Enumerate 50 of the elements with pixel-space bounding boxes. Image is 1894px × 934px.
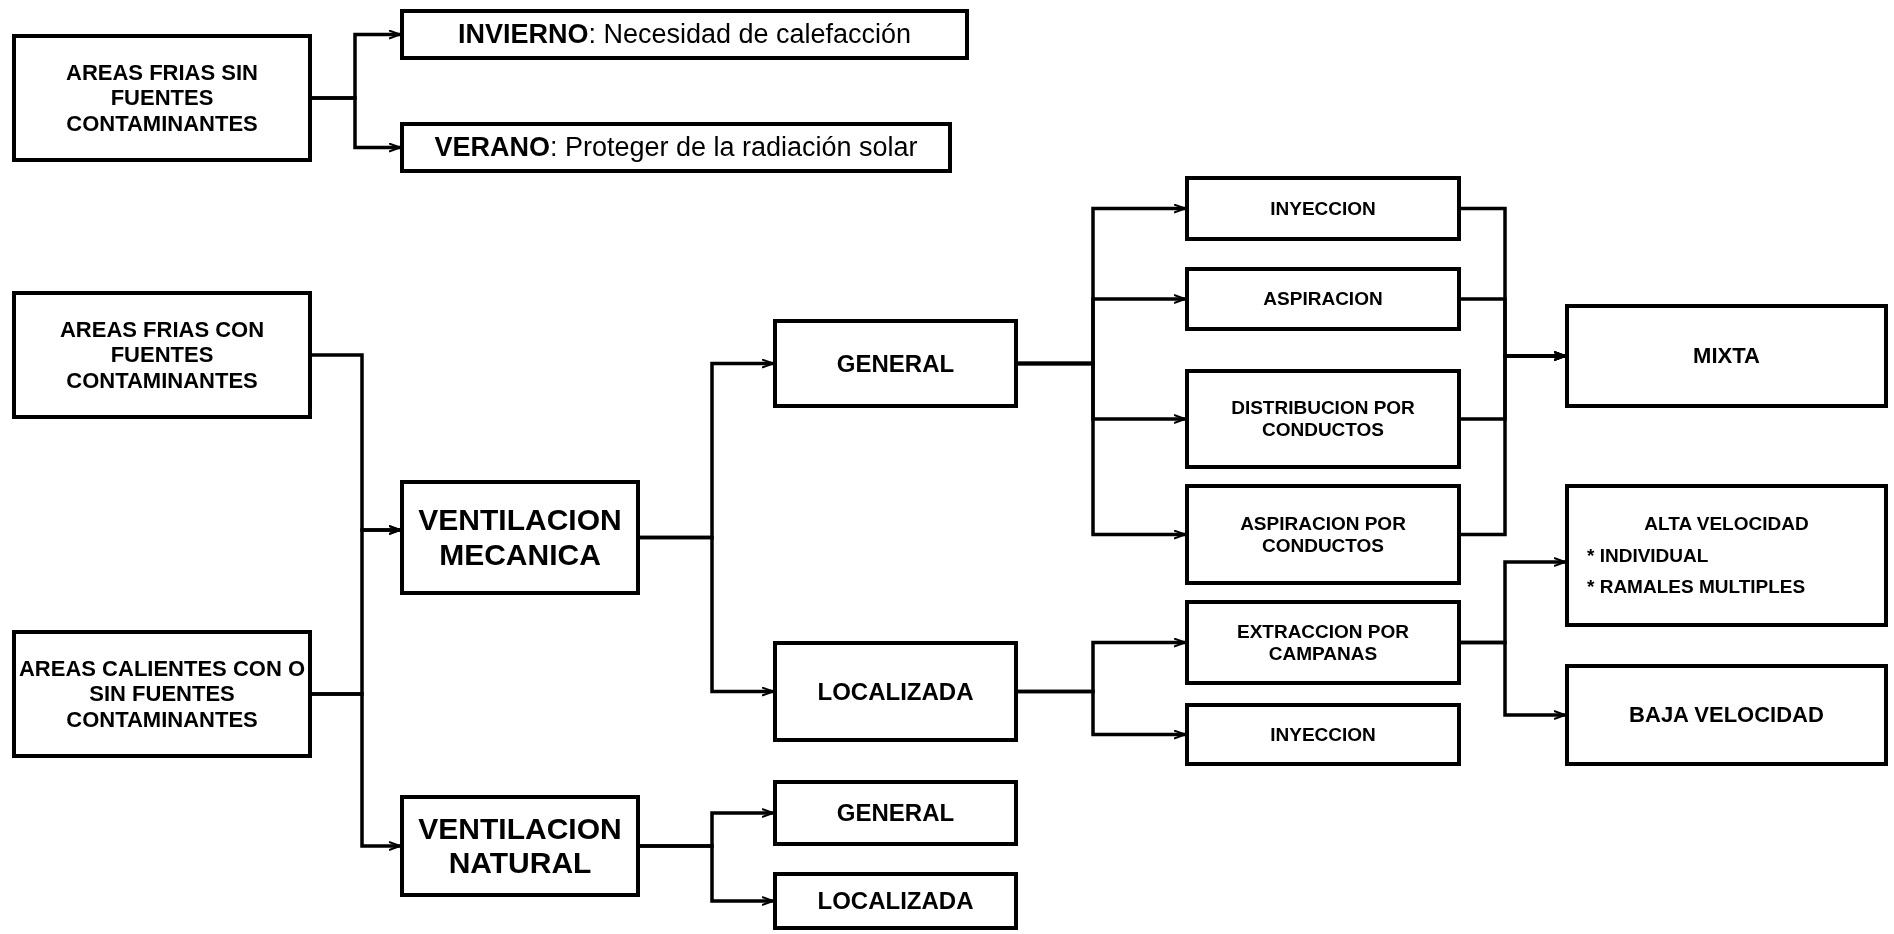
process-box <box>1565 304 1888 408</box>
process-box <box>1185 703 1461 766</box>
box-label: VENTILACION MECANICA <box>417 503 623 572</box>
box-label: LOCALIZADA <box>817 677 974 706</box>
connector-arrow <box>1018 689 1186 740</box>
box-label: INYECCION <box>1270 723 1376 746</box>
connector-arrow <box>640 535 774 697</box>
process-box <box>1185 267 1461 331</box>
connector-arrow <box>640 844 774 906</box>
connector-arrow <box>312 96 401 153</box>
process-box <box>1565 484 1888 627</box>
process-box <box>773 319 1018 408</box>
connector-arrow <box>312 692 401 851</box>
connector-arrow <box>1461 351 1566 537</box>
list-item: * INDIVIDUAL <box>1586 544 1710 567</box>
box-label: AREAS FRIAS SIN FUENTES CONTAMINANTES <box>65 60 259 136</box>
process-box <box>400 795 640 897</box>
process-box <box>1185 176 1461 241</box>
process-box <box>1185 600 1461 685</box>
box-label: AREAS CALIENTES CON O SIN FUENTES CONTAMINANTES <box>18 656 306 732</box>
process-box <box>12 630 312 758</box>
box-label: MIXTA <box>1693 343 1760 369</box>
box-label: BAJA VELOCIDAD <box>1629 702 1824 728</box>
box-label: ASPIRACION <box>1263 288 1383 310</box>
box-label: INVIERNO: Necesidad de calefacción <box>457 18 912 50</box>
process-box <box>1185 369 1461 469</box>
box-label: ALTA VELOCIDAD <box>1643 512 1810 535</box>
box-label: VERANO: Proteger de la radiación solar <box>434 131 918 163</box>
process-box <box>773 641 1018 742</box>
box-label: GENERAL <box>836 799 955 827</box>
process-box <box>400 122 952 173</box>
process-box <box>773 872 1018 930</box>
box-label: LOCALIZADA <box>817 887 974 915</box>
box-label: ASPIRACION POR CONDUCTOS <box>1239 512 1407 557</box>
box-label: AREAS FRIAS CON FUENTES CONTAMINANTES <box>58 317 266 393</box>
connector-arrow <box>1018 361 1186 540</box>
connector-arrow <box>1461 640 1566 720</box>
box-label: INYECCION <box>1270 197 1376 220</box>
box-label: EXTRACCION POR CAMPANAS <box>1235 620 1411 665</box>
box-label: VENTILACION NATURAL <box>417 811 623 881</box>
box-label: DISTRIBUCION POR CONDUCTOS <box>1230 397 1416 441</box>
process-box <box>773 780 1018 846</box>
list-item: * RAMALES MULTIPLES <box>1586 576 1807 599</box>
process-box <box>400 480 640 595</box>
box-label: GENERAL <box>836 349 955 378</box>
process-box <box>1565 664 1888 766</box>
process-box <box>12 34 312 162</box>
process-box <box>400 9 969 60</box>
process-box <box>12 291 312 419</box>
process-box <box>1185 484 1461 585</box>
